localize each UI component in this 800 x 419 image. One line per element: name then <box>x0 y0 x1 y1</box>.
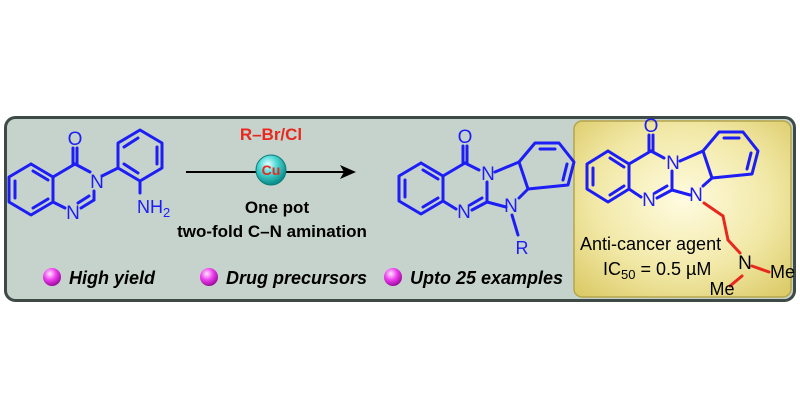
ic50-number: = 0.5 µM <box>635 259 711 279</box>
amine-subscript: 2 <box>163 205 170 220</box>
highlight-drug-precursors: Drug precursors <box>226 268 367 288</box>
ic50-value: IC50 = 0.5 µM <box>603 259 711 282</box>
highlight-high-yield: High yield <box>69 268 156 288</box>
atom-nitrogen: N <box>66 203 80 224</box>
atom-nitrogen: N <box>457 202 471 223</box>
atom-nitrogen: N <box>666 153 680 174</box>
side-chain <box>702 201 771 288</box>
methyl-label: Me <box>709 279 734 299</box>
conditions-line2: two-fold C–N amination <box>177 222 367 241</box>
starting-material-structure <box>7 128 164 217</box>
catalyst-label: Cu <box>262 162 281 178</box>
atom-nitrogen: N <box>642 190 656 211</box>
atom-oxygen: O <box>68 129 83 150</box>
highlights-list: High yield Drug precursors Upto 25 examp… <box>43 268 563 288</box>
copper-catalyst-ball <box>255 154 287 186</box>
atom-oxygen: O <box>458 127 473 148</box>
ic50-prefix: IC <box>603 259 621 279</box>
application-title: Anti-cancer agent <box>580 234 721 254</box>
atom-nitrogen: N <box>504 196 518 217</box>
conditions-line1: One pot <box>245 198 310 217</box>
bullet-icon <box>384 268 402 286</box>
methyl-label: Me <box>770 262 795 282</box>
atom-nitrogen: N <box>689 185 703 206</box>
amine-label: NH <box>137 197 163 217</box>
drug-structure <box>585 130 760 204</box>
amine-nitrogen: N <box>738 253 752 274</box>
bullet-icon <box>200 268 218 286</box>
substituent-label: R <box>516 238 529 258</box>
atom-oxygen: O <box>644 116 659 137</box>
atom-nitrogen: N <box>481 164 495 185</box>
product-structure <box>397 141 576 237</box>
amine-group: NH2 <box>137 197 170 220</box>
arrowhead <box>340 165 356 179</box>
halide-reagent: R–Br/Cl <box>240 125 302 144</box>
ic50-subscript: 50 <box>621 267 635 282</box>
atom-nitrogen: N <box>90 172 104 193</box>
bullet-icon <box>43 268 61 286</box>
highlight-examples: Upto 25 examples <box>410 268 563 288</box>
